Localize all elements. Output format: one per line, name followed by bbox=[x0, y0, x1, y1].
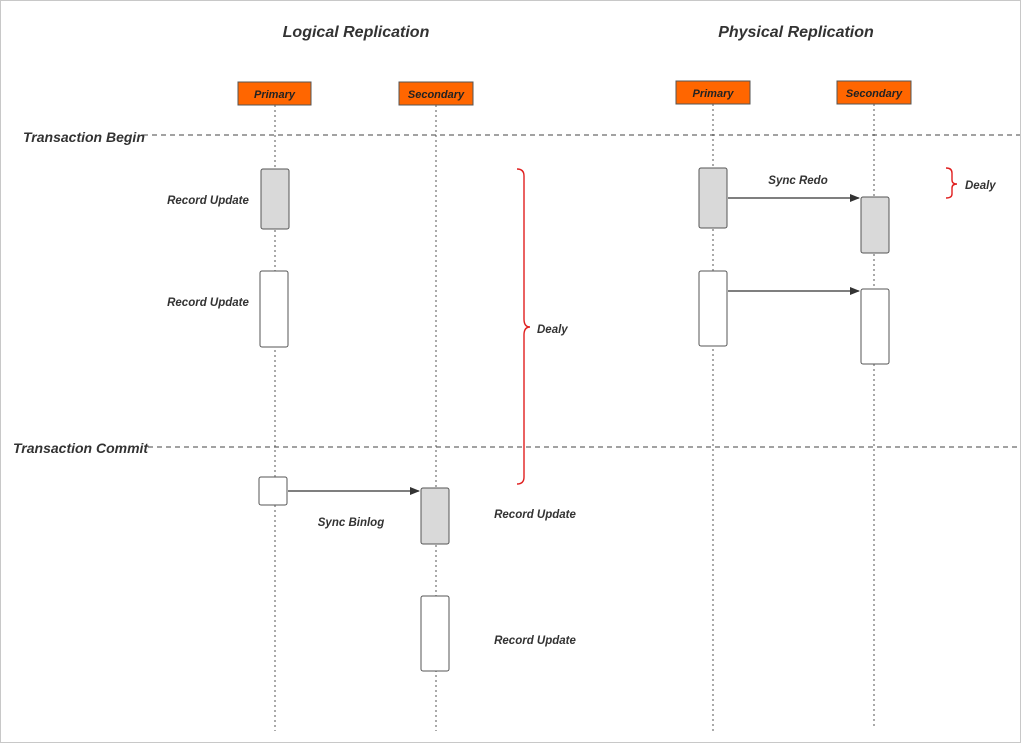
logical-replication-title: Logical Replication bbox=[283, 24, 430, 41]
physical-secondary-label: Secondary bbox=[846, 88, 903, 100]
physical-replication-title: Physical Replication bbox=[718, 24, 874, 41]
physical-secondary-activation-1 bbox=[860, 196, 890, 254]
transaction-begin-label: Transaction Begin bbox=[23, 129, 145, 145]
physical-primary-actor: Primary bbox=[675, 80, 751, 105]
logical-delay-label: Dealy bbox=[537, 324, 568, 336]
logical-primary-activation-2 bbox=[259, 270, 289, 348]
logical-primary-actor: Primary bbox=[237, 81, 312, 106]
logical-record-update-label-3: Record Update bbox=[494, 509, 576, 521]
physical-primary-label: Primary bbox=[693, 88, 735, 100]
physical-primary-activation-1 bbox=[698, 167, 728, 229]
logical-delay-brace bbox=[516, 168, 531, 485]
logical-record-update-label-2: Record Update bbox=[167, 297, 249, 309]
logical-record-update-label-4: Record Update bbox=[494, 635, 576, 647]
physical-secondary-activation-2 bbox=[860, 288, 890, 365]
logical-primary-label: Primary bbox=[254, 89, 296, 101]
logical-record-update-label-1: Record Update bbox=[167, 195, 249, 207]
transaction-commit-label: Transaction Commit bbox=[13, 440, 149, 456]
logical-primary-activation-1 bbox=[260, 168, 290, 230]
logical-secondary-actor: Secondary bbox=[398, 81, 474, 106]
logical-primary-activation-3 bbox=[258, 476, 288, 506]
logical-secondary-activation-2 bbox=[420, 595, 450, 672]
physical-secondary-actor: Secondary bbox=[836, 80, 912, 105]
physical-delay-brace bbox=[945, 167, 958, 199]
logical-secondary-activation-1 bbox=[420, 487, 450, 545]
sync-redo-label: Sync Redo bbox=[768, 175, 827, 187]
physical-delay-label: Dealy bbox=[965, 180, 996, 192]
sync-binlog-label: Sync Binlog bbox=[318, 517, 384, 529]
logical-secondary-label: Secondary bbox=[408, 89, 465, 101]
physical-primary-activation-2 bbox=[698, 270, 728, 347]
